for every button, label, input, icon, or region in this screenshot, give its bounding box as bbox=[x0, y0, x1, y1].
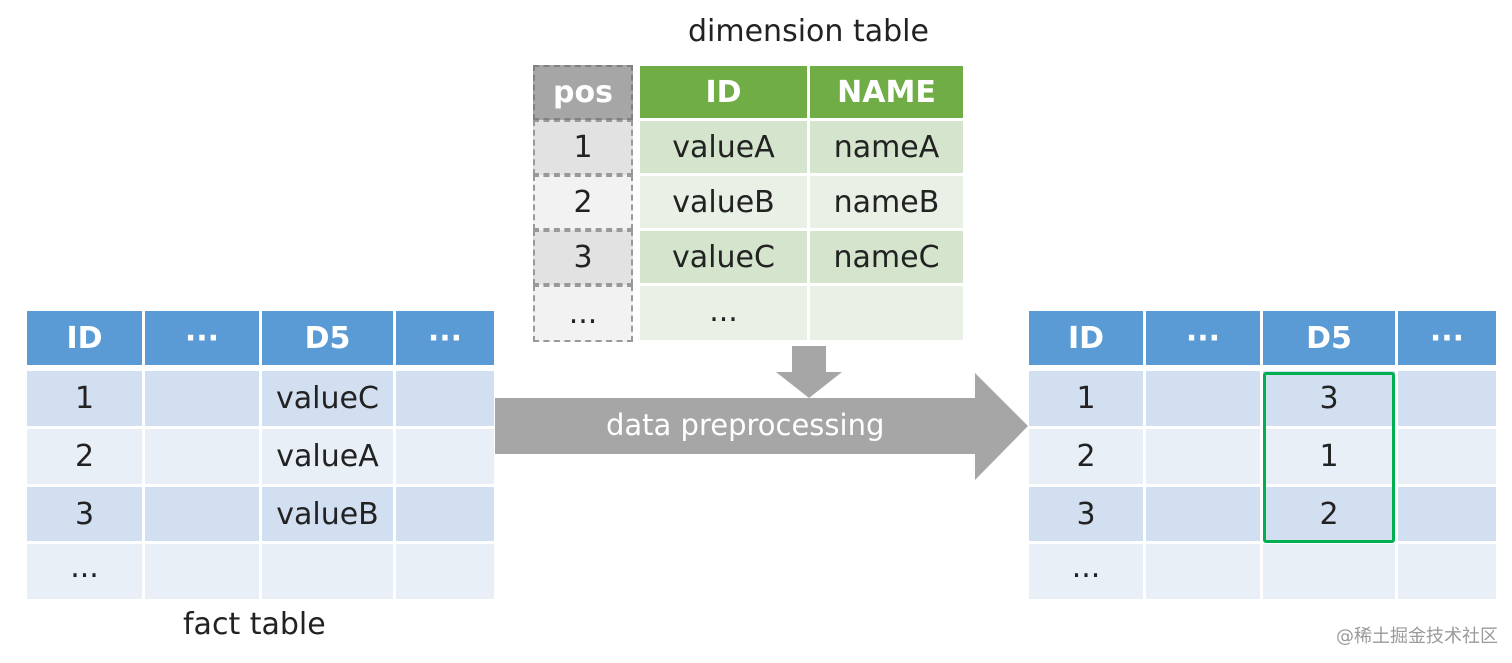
result-cell bbox=[1146, 487, 1260, 541]
fact-header-ellipsis: ··· bbox=[396, 311, 494, 365]
result-cell bbox=[1398, 487, 1496, 541]
pos-cell: 1 bbox=[533, 120, 633, 175]
watermark: @稀土掘金技术社区 bbox=[1336, 626, 1498, 647]
flow-arrows bbox=[495, 346, 1028, 480]
result-header-id: ID bbox=[1029, 311, 1143, 365]
fact-cell bbox=[145, 371, 259, 426]
pos-cell: 3 bbox=[533, 230, 633, 285]
dimension-name-cell: nameA bbox=[810, 121, 963, 173]
pos-header: pos bbox=[533, 65, 633, 120]
dimension-id-cell: valueB bbox=[640, 176, 807, 228]
result-cell: 3 bbox=[1029, 487, 1143, 541]
dimension-id-cell: valueC bbox=[640, 231, 807, 283]
fact-cell bbox=[396, 371, 494, 426]
result-cell: ... bbox=[1029, 544, 1143, 599]
fact-cell: 2 bbox=[27, 429, 142, 484]
fact-header-d5: D5 bbox=[262, 311, 393, 365]
result-cell bbox=[1398, 429, 1496, 484]
dimension-header-id: ID bbox=[640, 66, 807, 118]
result-header-ellipsis: ··· bbox=[1146, 311, 1260, 365]
result-cell bbox=[1146, 544, 1260, 599]
dimension-id-cell: ... bbox=[640, 286, 807, 340]
fact-cell bbox=[145, 544, 259, 599]
pos-cell: ... bbox=[533, 285, 633, 342]
result-cell: 2 bbox=[1263, 487, 1395, 541]
fact-cell bbox=[145, 487, 259, 541]
fact-cell bbox=[396, 429, 494, 484]
result-cell bbox=[1146, 429, 1260, 484]
result-cell bbox=[1398, 544, 1496, 599]
d5-highlight-box bbox=[1263, 372, 1395, 543]
result-cell bbox=[1146, 371, 1260, 426]
fact-cell bbox=[145, 429, 259, 484]
result-cell: 2 bbox=[1029, 429, 1143, 484]
dimension-name-cell: nameB bbox=[810, 176, 963, 228]
fact-cell: 3 bbox=[27, 487, 142, 541]
fact-cell bbox=[396, 544, 494, 599]
dimension-table-title: dimension table bbox=[688, 14, 929, 49]
result-cell: 1 bbox=[1263, 429, 1395, 484]
fact-cell: valueC bbox=[262, 371, 393, 426]
down-arrow-icon bbox=[776, 346, 842, 398]
result-cell bbox=[1398, 371, 1496, 426]
fact-cell bbox=[262, 544, 393, 599]
result-header-d5: D5 bbox=[1263, 311, 1395, 365]
result-cell bbox=[1263, 544, 1395, 599]
result-cell: 1 bbox=[1029, 371, 1143, 426]
dimension-name-cell: nameC bbox=[810, 231, 963, 283]
dimension-id-cell: valueA bbox=[640, 121, 807, 173]
fact-header-id: ID bbox=[27, 311, 142, 365]
arrow-label: data preprocessing bbox=[606, 408, 885, 442]
fact-cell bbox=[396, 487, 494, 541]
fact-cell: valueA bbox=[262, 429, 393, 484]
fact-header-ellipsis: ··· bbox=[145, 311, 259, 365]
result-cell: 3 bbox=[1263, 371, 1395, 426]
fact-cell: valueB bbox=[262, 487, 393, 541]
fact-cell: ... bbox=[27, 544, 142, 599]
pos-cell: 2 bbox=[533, 175, 633, 230]
fact-cell: 1 bbox=[27, 371, 142, 426]
dimension-name-cell bbox=[810, 286, 963, 340]
dimension-header-name: NAME bbox=[810, 66, 963, 118]
fact-table-title: fact table bbox=[183, 607, 326, 642]
result-header-ellipsis: ··· bbox=[1398, 311, 1496, 365]
right-arrow-icon bbox=[495, 373, 1028, 480]
